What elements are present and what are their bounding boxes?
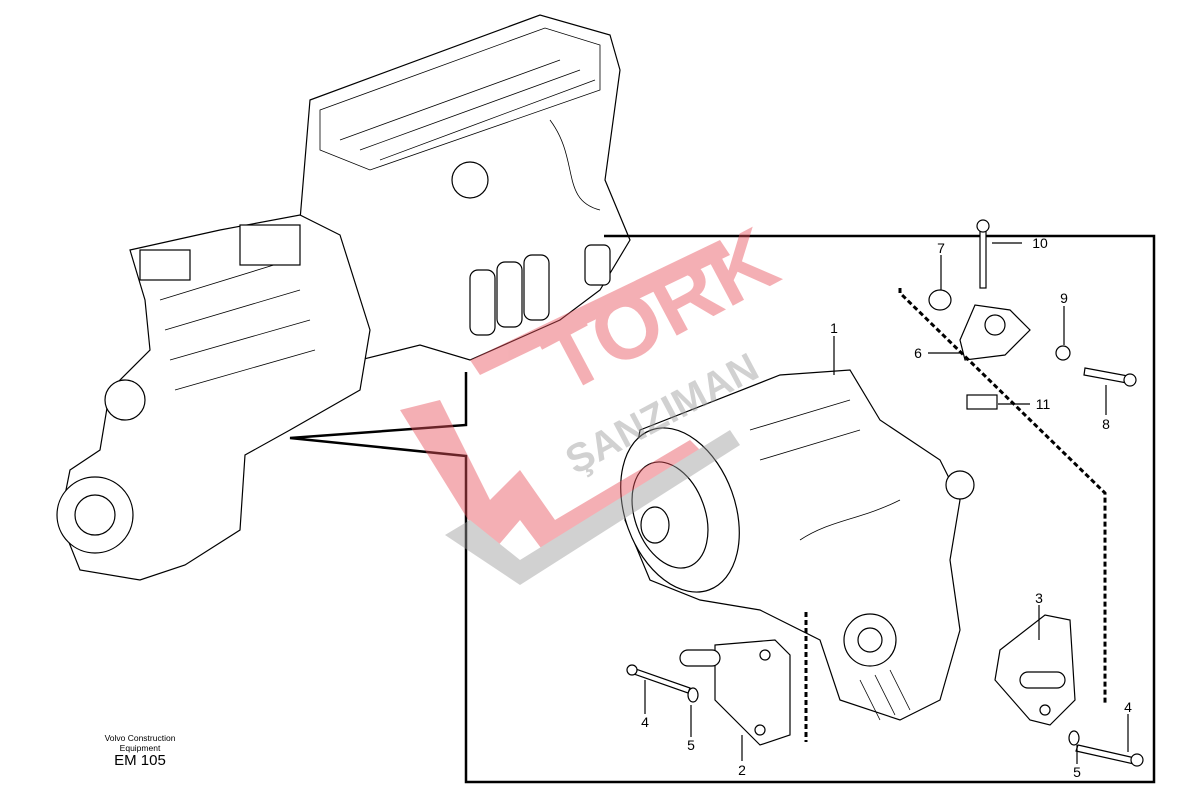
- diagram-code: EM 105: [114, 752, 166, 769]
- publisher-line-1: Volvo Construction: [104, 733, 176, 743]
- publisher-line-2: Equipment: [119, 743, 161, 753]
- callout-10: 10: [1032, 235, 1048, 251]
- transmission-detail: [620, 369, 975, 721]
- detail-frame: [289, 234, 1156, 784]
- callout-4-right: 4: [1124, 699, 1132, 715]
- upper-mount-assembly: [928, 219, 1137, 410]
- engine-illustration: [299, 14, 631, 361]
- callout-3: 3: [1035, 590, 1043, 606]
- callout-4-left: 4: [641, 714, 649, 730]
- callout-8: 8: [1102, 416, 1110, 432]
- callout-9: 9: [1060, 290, 1068, 306]
- callout-5-right: 5: [1073, 764, 1081, 780]
- callout-leaders: [644, 242, 1129, 764]
- callout-2: 2: [738, 762, 746, 778]
- callout-6: 6: [914, 345, 922, 361]
- callout-5-left: 5: [687, 737, 695, 753]
- mount-bracket-left: [626, 639, 791, 746]
- callout-11: 11: [1036, 396, 1051, 412]
- publisher-caption: Volvo Construction Equipment: [80, 733, 200, 753]
- dashed-guide-lines: [804, 288, 1107, 742]
- installed-transmission-illustration: [56, 214, 371, 581]
- callout-1: 1: [830, 320, 838, 336]
- mount-bracket-right: [994, 614, 1144, 767]
- callout-7: 7: [937, 240, 945, 256]
- callout-labels: 1 2 3 4 4 5 5 6 7 8 9 10 11: [641, 235, 1132, 780]
